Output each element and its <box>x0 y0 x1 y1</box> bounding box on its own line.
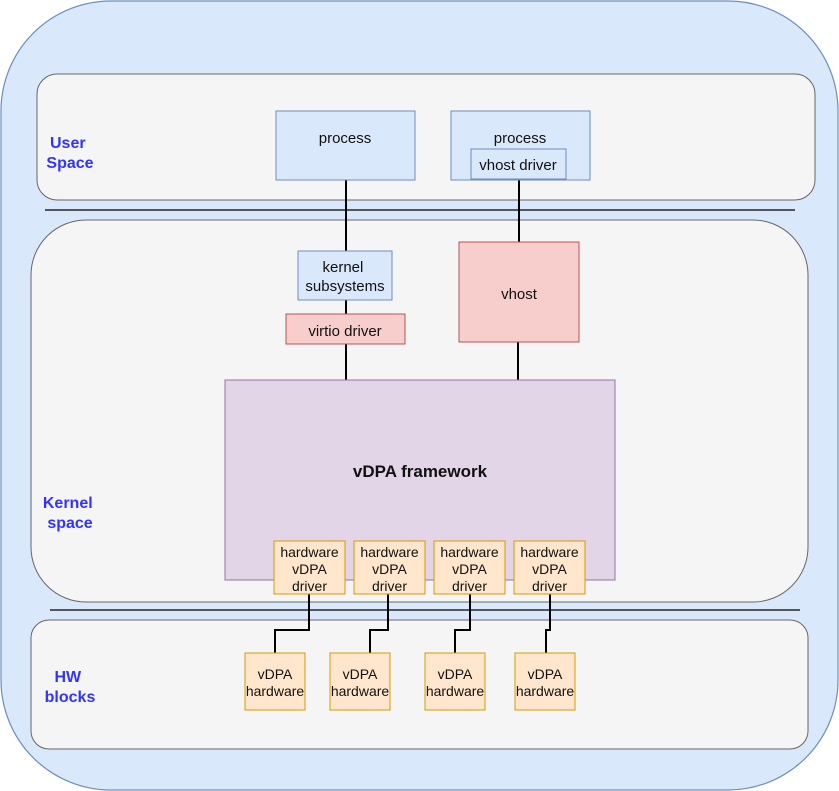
user-space-layer <box>36 73 816 201</box>
vhost-label: vhost <box>501 286 538 303</box>
virtio-driver-label: virtio driver <box>308 323 381 340</box>
hw-vdpa-driver-rect <box>273 540 346 595</box>
vdpa-hardware-rect <box>424 652 486 711</box>
connector-driver2-to-hw2 <box>369 594 389 653</box>
vdpa-framework-label: vDPA framework <box>353 462 488 481</box>
virtio-driver-box: virtio driver <box>285 313 406 345</box>
hw-vdpa-driver-rect <box>353 540 426 595</box>
zone-label-kernel-space: Kernel space <box>43 495 97 532</box>
vhost-driver-box: vhost driver <box>470 148 567 180</box>
vhost-box: vhost <box>458 241 580 343</box>
process-box-1: process <box>275 110 416 181</box>
connector-driver4-to-hw4 <box>545 594 551 653</box>
vdpa-hardware-rect <box>514 652 576 711</box>
vhost-driver-label: vhost driver <box>479 157 557 174</box>
hw-vdpa-driver-rect <box>433 540 506 595</box>
vdpa-hardware-rect <box>329 652 391 711</box>
kernel-subsystems-label: kernel subsystems <box>305 259 384 295</box>
process-label-1: process <box>319 130 372 147</box>
connector-driver1-to-hw1 <box>274 594 310 653</box>
connector-driver3-to-hw3 <box>454 594 471 653</box>
kernel-subsystems-box: kernel subsystems <box>297 250 393 301</box>
process-label-2: process <box>494 130 547 147</box>
zone-label-hw-blocks: HW blocks <box>45 669 96 706</box>
hw-blocks-layer <box>30 619 809 750</box>
zone-label-user-space: User Space <box>46 135 93 172</box>
hw-vdpa-driver-rect <box>513 540 586 595</box>
connectors <box>274 180 551 653</box>
vdpa-hardware-rect <box>244 652 306 711</box>
